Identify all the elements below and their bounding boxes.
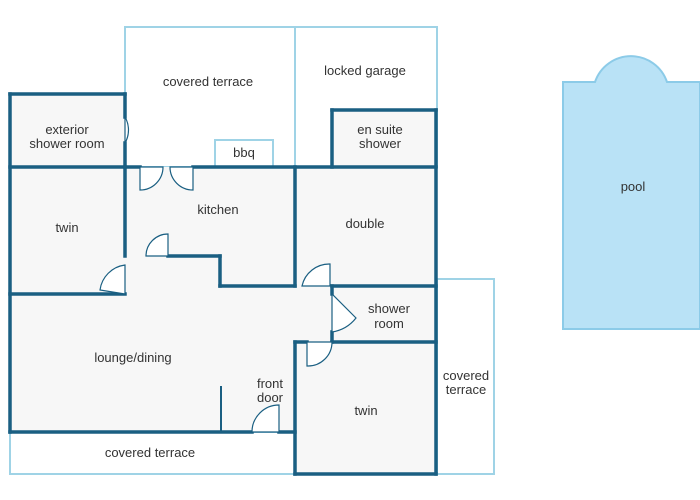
en-suite-fill (332, 110, 436, 168)
covered-terrace-right-area (436, 278, 495, 475)
bbq-label: bbq (233, 145, 255, 160)
twin-right-label: twin (354, 403, 377, 418)
en-suite-label-line1: en suite (357, 122, 403, 137)
shower-room-label-line2: room (374, 316, 404, 331)
covered-terrace-bottom-label: covered terrace (105, 445, 195, 460)
covered-terrace-top-label: covered terrace (163, 74, 253, 89)
twin-left-label: twin (55, 220, 78, 235)
covered-terrace-right-label-line2: terrace (446, 382, 486, 397)
walls (8, 92, 438, 476)
pool-label: pool (621, 179, 646, 194)
covered-terrace-right-label-line1: covered (443, 368, 489, 383)
exterior-shower-room-fill (10, 94, 125, 168)
double-label: double (345, 216, 384, 231)
kitchen-label: kitchen (197, 202, 238, 217)
front-door-label-line2: door (257, 390, 284, 405)
lounge-dining-label: lounge/dining (94, 350, 171, 365)
pool-shape (562, 55, 700, 330)
exterior-shower-label-line1: exterior (45, 122, 89, 137)
exterior-shower-label-line2: shower room (29, 136, 104, 151)
locked-garage-label: locked garage (324, 63, 406, 78)
front-door-label-line1: front (257, 376, 283, 391)
doors (99, 114, 357, 433)
shower-room-label-line1: shower (368, 301, 411, 316)
en-suite-label-line2: shower (359, 136, 402, 151)
